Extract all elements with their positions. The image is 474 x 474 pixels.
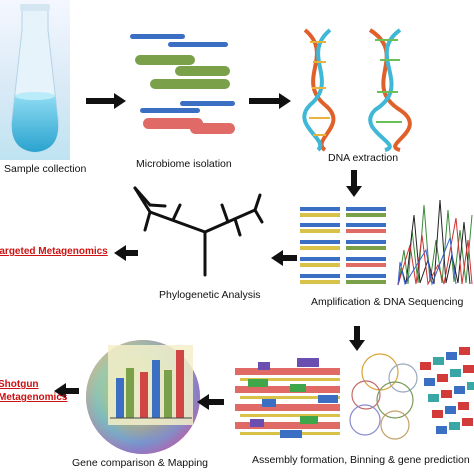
- label-dna-extraction: DNA extraction: [328, 152, 399, 164]
- label-phylogenetic-analysis: Phylogenetic Analysis: [159, 289, 261, 301]
- gene-comparison-chart-image: [86, 340, 200, 454]
- chromatogram-trace: [396, 195, 474, 287]
- assembly-contigs: [235, 358, 340, 438]
- label-assembly-binning: Assembly formation, Binning & gene predi…: [252, 454, 470, 466]
- arrow-extraction-to-sequencing: [346, 170, 362, 197]
- phylogenetic-tree: [133, 186, 264, 277]
- flow-arrows: [54, 93, 365, 410]
- label-gene-comparison: Gene comparison & Mapping: [72, 457, 208, 469]
- arrow-sample-to-isolation: [86, 93, 126, 109]
- arrow-sequencing-to-assembly: [349, 326, 365, 351]
- binning-circles: [349, 353, 418, 440]
- label-shotgun-line1: Shotgun: [0, 379, 39, 390]
- arrow-sequencing-to-phylogenetic: [271, 250, 297, 266]
- arrow-comparison-to-shotgun: [54, 383, 79, 399]
- label-amplification-sequencing: Amplification & DNA Sequencing: [311, 296, 464, 308]
- label-shotgun-line2: Metagenomics: [0, 392, 68, 403]
- label-targeted-metagenomics: Targeted Metagenomics: [0, 246, 108, 257]
- arrow-isolation-to-extraction: [249, 93, 291, 109]
- microbiome-bars: [130, 34, 235, 134]
- arrow-assembly-to-comparison: [197, 394, 224, 410]
- label-sample-collection: Sample collection: [4, 163, 87, 175]
- arrow-phylogenetic-to-targeted: [114, 245, 138, 261]
- sample-flask-image: [0, 0, 70, 160]
- gene-prediction-blocks: [420, 347, 474, 434]
- sequencing-reads: [300, 207, 386, 284]
- dna-helix-image: [302, 28, 412, 152]
- label-microbiome-isolation: Microbiome isolation: [136, 158, 232, 170]
